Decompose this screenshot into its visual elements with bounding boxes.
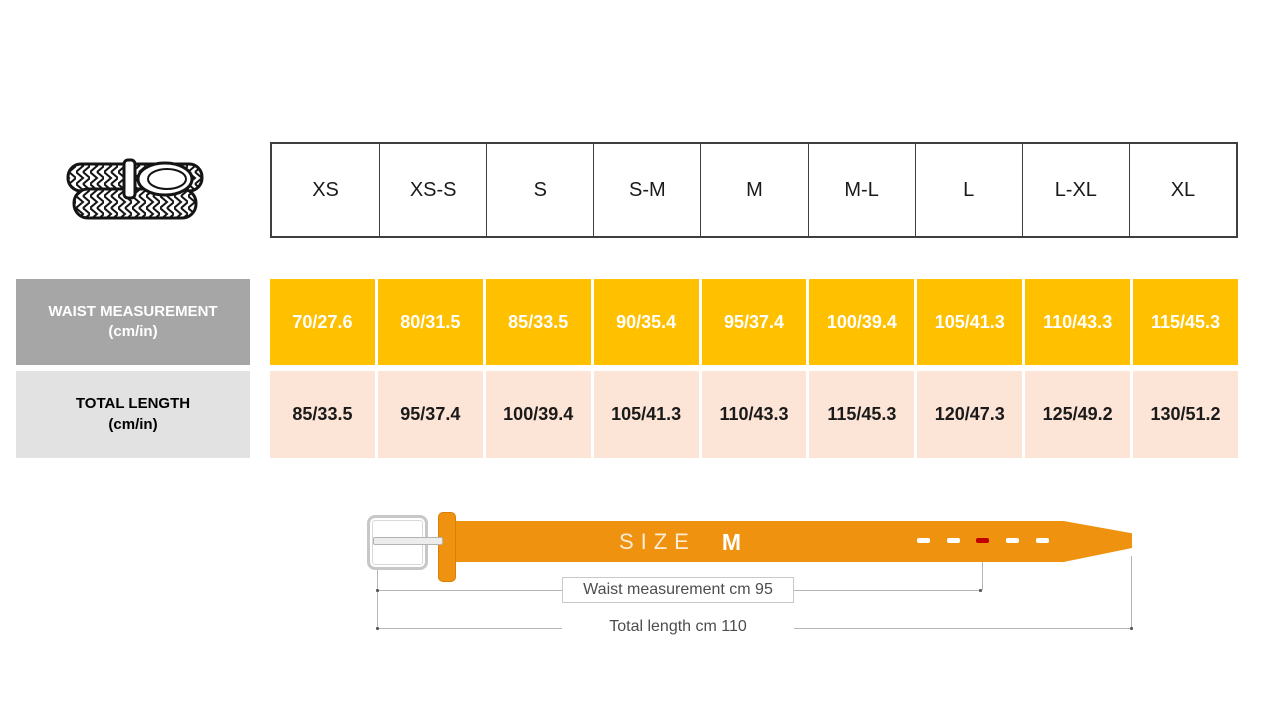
waist-row-label: WAIST MEASUREMENT (cm/in) [16,279,250,365]
belt-keeper-loop [438,512,456,582]
waist-value-cell: 105/41.3 [917,279,1023,365]
size-header-cell: S [486,144,593,236]
waist-row-label-unit: (cm/in) [108,323,158,340]
belt-hole [917,538,930,543]
belt-buckle-prong [373,537,443,545]
size-header-cell: M-L [807,144,915,236]
waist-value-row: 70/27.6 80/31.5 85/33.5 90/35.4 95/37.4 … [270,279,1238,365]
waist-value-cell: 115/45.3 [1133,279,1238,365]
size-header-cell: L-XL [1021,144,1129,236]
guide-line-hole [982,562,983,590]
length-row-label-text: TOTAL LENGTH [75,395,191,413]
waist-value-cell: 80/31.5 [377,279,483,365]
waist-measure-label: Waist measurement cm 95 [562,577,794,603]
length-value-cell: 130/51.2 [1133,371,1238,458]
line-end-dot [376,627,379,630]
size-header-cell: M [700,144,807,236]
belt-size-text: SIZE M [560,527,800,557]
length-value-cell: 105/41.3 [593,371,699,458]
waist-value-cell: 85/33.5 [485,279,591,365]
size-word: SIZE [618,529,696,554]
waist-value-cell: 70/27.6 [270,279,375,365]
waist-value-cell: 90/35.4 [593,279,699,365]
guide-line-tip [1131,556,1132,628]
size-header-cell: XS [312,178,339,201]
length-row-label: TOTAL LENGTH (cm/in) [16,371,250,458]
waist-value-cell: 95/37.4 [701,279,807,365]
size-header-cell: XL [1128,144,1236,236]
size-header-cell: XS-S [379,144,486,236]
line-end-dot [1130,627,1133,630]
belt-hole-selected [976,538,989,543]
size-value: M [721,528,742,555]
length-value-cell: 85/33.5 [270,371,375,458]
waist-value-cell: 100/39.4 [809,279,915,365]
guide-line-buckle [377,570,378,628]
length-value-cell: 115/45.3 [809,371,915,458]
line-end-dot [376,589,379,592]
belt-hole [947,538,960,543]
braided-belt-icon [66,158,204,220]
size-header-cell: L [914,144,1022,236]
length-value-cell: 125/49.2 [1025,371,1131,458]
size-header-cell: S-M [593,144,700,236]
belt-hole [1036,538,1049,543]
length-value-cell: 110/43.3 [701,371,807,458]
total-length-label: Total length cm 110 [562,615,794,639]
length-value-row: 85/33.5 95/37.4 100/39.4 105/41.3 110/43… [270,371,1238,458]
belt-hole [1006,538,1019,543]
length-row-label-unit: (cm/in) [108,415,158,433]
length-value-cell: 95/37.4 [377,371,483,458]
size-header-row: XS XS-S S S-M M M-L L L-XL XL [270,142,1238,238]
length-value-cell: 120/47.3 [917,371,1023,458]
length-value-cell: 100/39.4 [485,371,591,458]
waist-row-label-text: WAIST MEASUREMENT [48,302,218,320]
waist-value-cell: 110/43.3 [1025,279,1131,365]
line-end-dot [979,589,982,592]
